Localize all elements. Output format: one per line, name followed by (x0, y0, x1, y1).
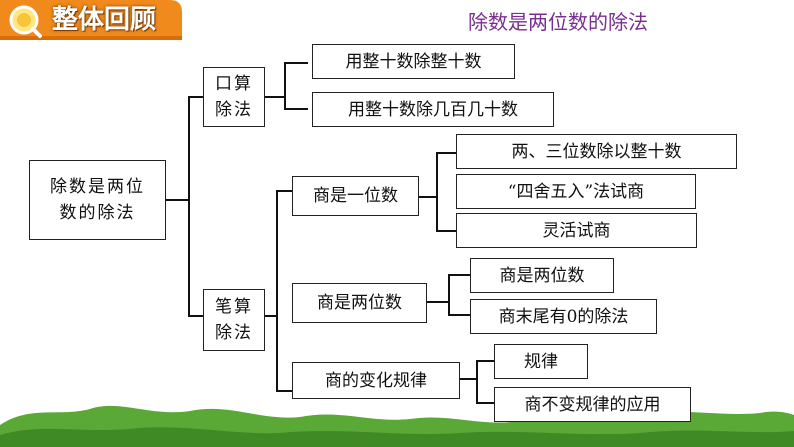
connector-line (436, 152, 456, 154)
root-node-line: 数的除法 (59, 203, 136, 223)
title-banner (0, 0, 182, 40)
oral-division-label: 除法 (215, 100, 253, 120)
connector-line (276, 190, 278, 392)
leaf-node: 灵活试商 (456, 213, 697, 248)
leaf-node: 两、三位数除以整十数 (456, 134, 737, 169)
page-subtitle: 除数是两位数的除法 (468, 10, 648, 34)
connector-line (188, 96, 204, 98)
leaf-node: “四舍五入”法试商 (456, 174, 696, 209)
group-node: 商是两位数 (292, 283, 427, 323)
root-node-line: 除数是两位 (50, 177, 145, 197)
connector-line (284, 62, 308, 64)
written-division-label: 笔算 (215, 297, 253, 317)
connector-line (418, 196, 438, 198)
oral-division-label: 口算 (215, 74, 253, 94)
connector-line (476, 360, 494, 362)
connector-line (188, 315, 204, 317)
connector-line (448, 274, 450, 316)
oral-item-node: 用整十数除整十数 (312, 44, 515, 79)
written-division-node: 笔算 除法 (203, 289, 265, 351)
connector-line (264, 96, 284, 98)
connector-line (284, 62, 286, 110)
root-node: 除数是两位 数的除法 (29, 160, 166, 240)
connector-line (264, 315, 278, 317)
leaf-node: 商是两位数 (470, 258, 614, 293)
connector-line (476, 360, 478, 404)
connector-line (276, 190, 292, 192)
written-division-label: 除法 (215, 323, 253, 343)
leaf-node: 商末尾有0的除法 (470, 299, 657, 334)
connector-line (436, 152, 438, 232)
connector-line (166, 199, 190, 201)
grass-decoration (0, 405, 794, 447)
leaf-node: 商不变规律的应用 (494, 387, 691, 422)
oral-division-node: 口算 除法 (203, 67, 265, 127)
connector-line (436, 230, 456, 232)
group-node: 商的变化规律 (292, 362, 460, 399)
connector-line (284, 108, 308, 110)
connector-line (476, 402, 494, 404)
oral-item-node: 用整十数除几百几十数 (312, 92, 554, 127)
leaf-node: 规律 (494, 344, 588, 379)
connector-line (276, 390, 292, 392)
page-title: 整体回顾 (52, 5, 157, 35)
connector-line (460, 378, 478, 380)
connector-line (188, 96, 190, 317)
connector-line (448, 314, 470, 316)
connector-line (448, 274, 470, 276)
group-node: 商是一位数 (292, 176, 419, 216)
connector-line (426, 301, 450, 303)
